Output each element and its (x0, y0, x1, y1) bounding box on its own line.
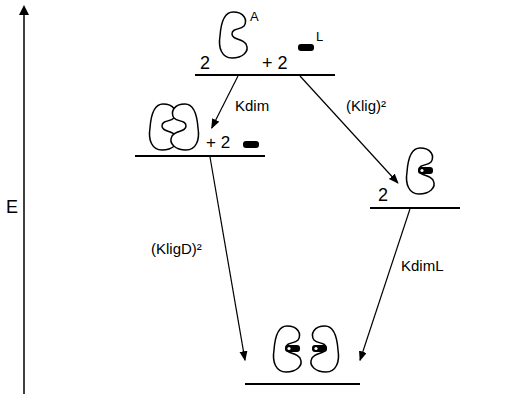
monomer-shape (311, 326, 339, 372)
equilibrium-constant: KdimL (400, 258, 445, 275)
stoichiometry-label: 2 (378, 186, 388, 204)
ligand-shape (243, 141, 259, 148)
equilibrium-arrow (300, 76, 398, 183)
equilibrium-constant: (Klig)² (345, 98, 387, 115)
ligand-shape (418, 167, 433, 174)
part-label: A (250, 10, 259, 23)
ligand-shape (285, 345, 300, 352)
equilibrium-arrow (210, 157, 245, 360)
ligand-dot (287, 347, 290, 350)
ligand-shape (312, 345, 327, 352)
energy-level: + 2 (135, 128, 265, 157)
stoichiometry-label: + 2 (206, 134, 230, 151)
monomer-shape (220, 12, 248, 58)
stoichiometry-label: + 2 (262, 54, 288, 72)
stoichiometry-label: 2 (200, 54, 210, 72)
monomer-shape (274, 326, 302, 372)
part-label: L (316, 30, 323, 43)
ligand-shape (298, 44, 314, 51)
axis-label: E (6, 198, 18, 216)
equilibrium-constant: (KligD)² (150, 241, 203, 258)
monomer-shape (171, 104, 199, 150)
monomer-shape (407, 148, 435, 194)
energy-level (245, 318, 360, 385)
equilibrium-constant: Kdim (234, 98, 270, 115)
energy-level: 2 A + 2 L (195, 8, 335, 76)
ligand-dot (314, 347, 317, 350)
ligand-dot (420, 169, 423, 172)
energy-axis (23, 10, 25, 394)
equilibrium-arrow (360, 209, 410, 360)
energy-level: 2 (370, 183, 460, 209)
